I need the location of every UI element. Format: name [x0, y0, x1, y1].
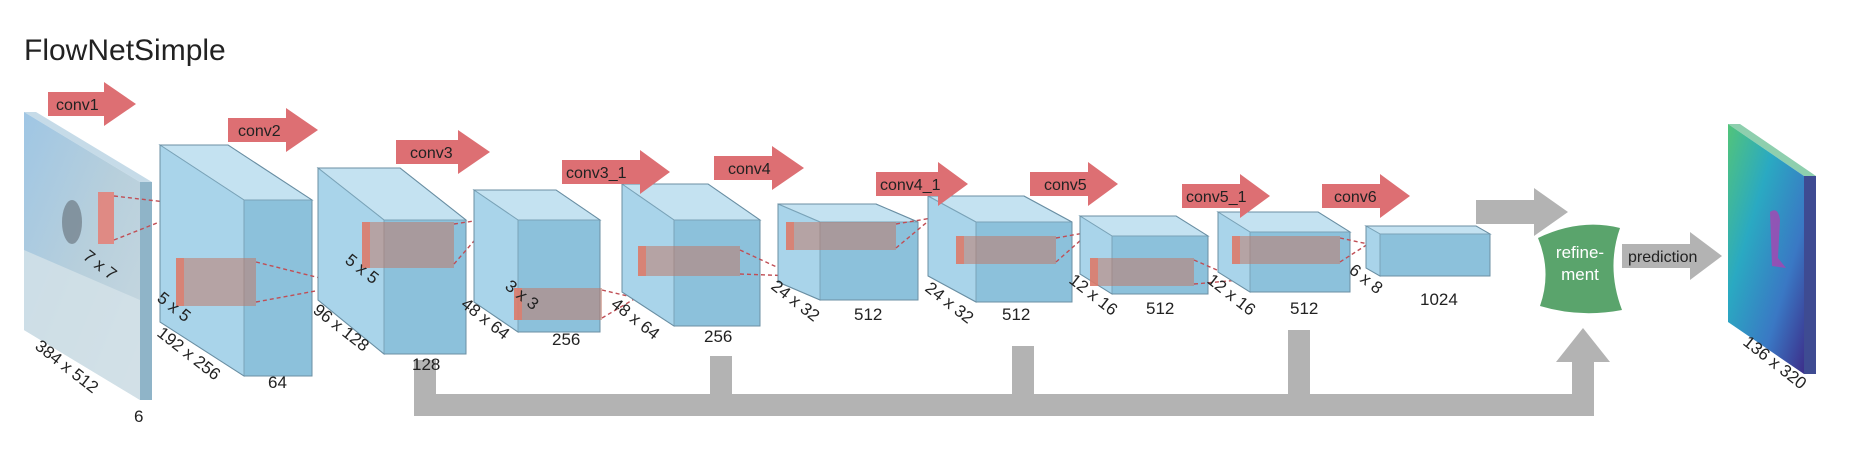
box-conv5 [927, 195, 1091, 303]
arrow-conv3_1: conv3_1 [562, 150, 670, 194]
svg-text:conv6: conv6 [1334, 189, 1377, 206]
refinement-block: refine- ment [1538, 224, 1622, 314]
box-conv4_1 [777, 203, 933, 301]
arrow-conv4: conv4 [714, 146, 804, 190]
svg-text:conv2: conv2 [238, 123, 281, 140]
channels-label-final: 1024 [1420, 290, 1458, 309]
refinement-label-2: ment [1561, 265, 1599, 284]
svg-text:conv4_1: conv4_1 [880, 177, 941, 194]
input-channels: 6 [134, 407, 143, 426]
arrow-conv6: conv6 [1322, 174, 1410, 218]
channels-label-conv3: 128 [412, 355, 440, 374]
arrow-conv5: conv5 [1030, 162, 1118, 206]
channels-label-conv5: 512 [1002, 305, 1030, 324]
diagram-title: FlowNetSimple [24, 34, 226, 67]
svg-text:conv5: conv5 [1044, 177, 1087, 194]
box-conv6 [1216, 211, 1369, 293]
prediction-output [1728, 124, 1816, 374]
channels-label-conv5_1: 512 [1146, 299, 1174, 318]
svg-text:prediction: prediction [1628, 249, 1697, 266]
channels-label-conv3_1: 256 [552, 330, 580, 349]
arrow-conv1: conv1 [48, 82, 136, 126]
refinement-label-1: refine- [1556, 243, 1604, 262]
box-conv4 [620, 183, 797, 327]
svg-text:conv3_1: conv3_1 [566, 165, 627, 182]
svg-text:conv1: conv1 [56, 97, 99, 114]
channels-label-conv4_1: 512 [854, 305, 882, 324]
arrow-prediction: prediction [1622, 232, 1722, 280]
arrow-conv3: conv3 [396, 130, 490, 174]
arrow-conv5_1: conv5_1 [1182, 174, 1270, 218]
arrow-to-refinement [1476, 188, 1568, 236]
channels-label-conv6: 512 [1290, 299, 1318, 318]
svg-text:conv4: conv4 [728, 161, 771, 178]
svg-text:conv3: conv3 [410, 145, 453, 162]
box-conv3_1 [472, 189, 637, 333]
box-conv3 [316, 166, 495, 356]
channels-label-conv4: 256 [704, 327, 732, 346]
svg-text:conv5_1: conv5_1 [1186, 189, 1247, 206]
box-conv2 [158, 144, 349, 377]
input-image [24, 112, 201, 400]
box-final [1364, 225, 1492, 277]
channels-label-conv2: 64 [268, 373, 287, 392]
arrow-conv4_1: conv4_1 [876, 162, 968, 206]
skip-connection [414, 328, 1610, 416]
box-conv5_1 [1078, 215, 1241, 295]
arrow-conv2: conv2 [228, 108, 318, 152]
